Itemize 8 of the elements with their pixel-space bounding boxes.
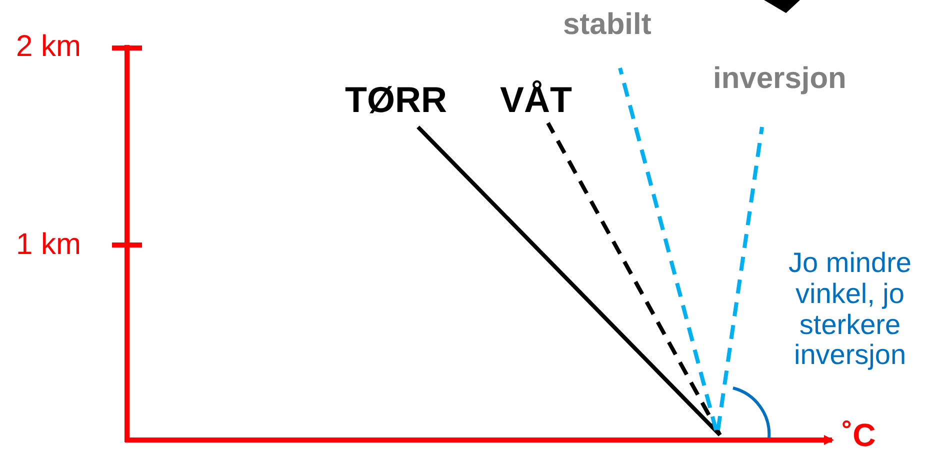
line-label: inversjon	[713, 62, 846, 95]
line-label: VÅT	[500, 80, 572, 120]
line-label: TØRR	[345, 80, 447, 120]
line-label: stabilt	[563, 8, 652, 41]
axis-tick-label: 1 km	[16, 228, 82, 261]
axis-label: ˚C	[842, 418, 876, 450]
axis-tick-label: 2 km	[16, 30, 82, 63]
annotation-text: Jo mindre vinkel, jo sterkere inversjon	[788, 248, 912, 372]
